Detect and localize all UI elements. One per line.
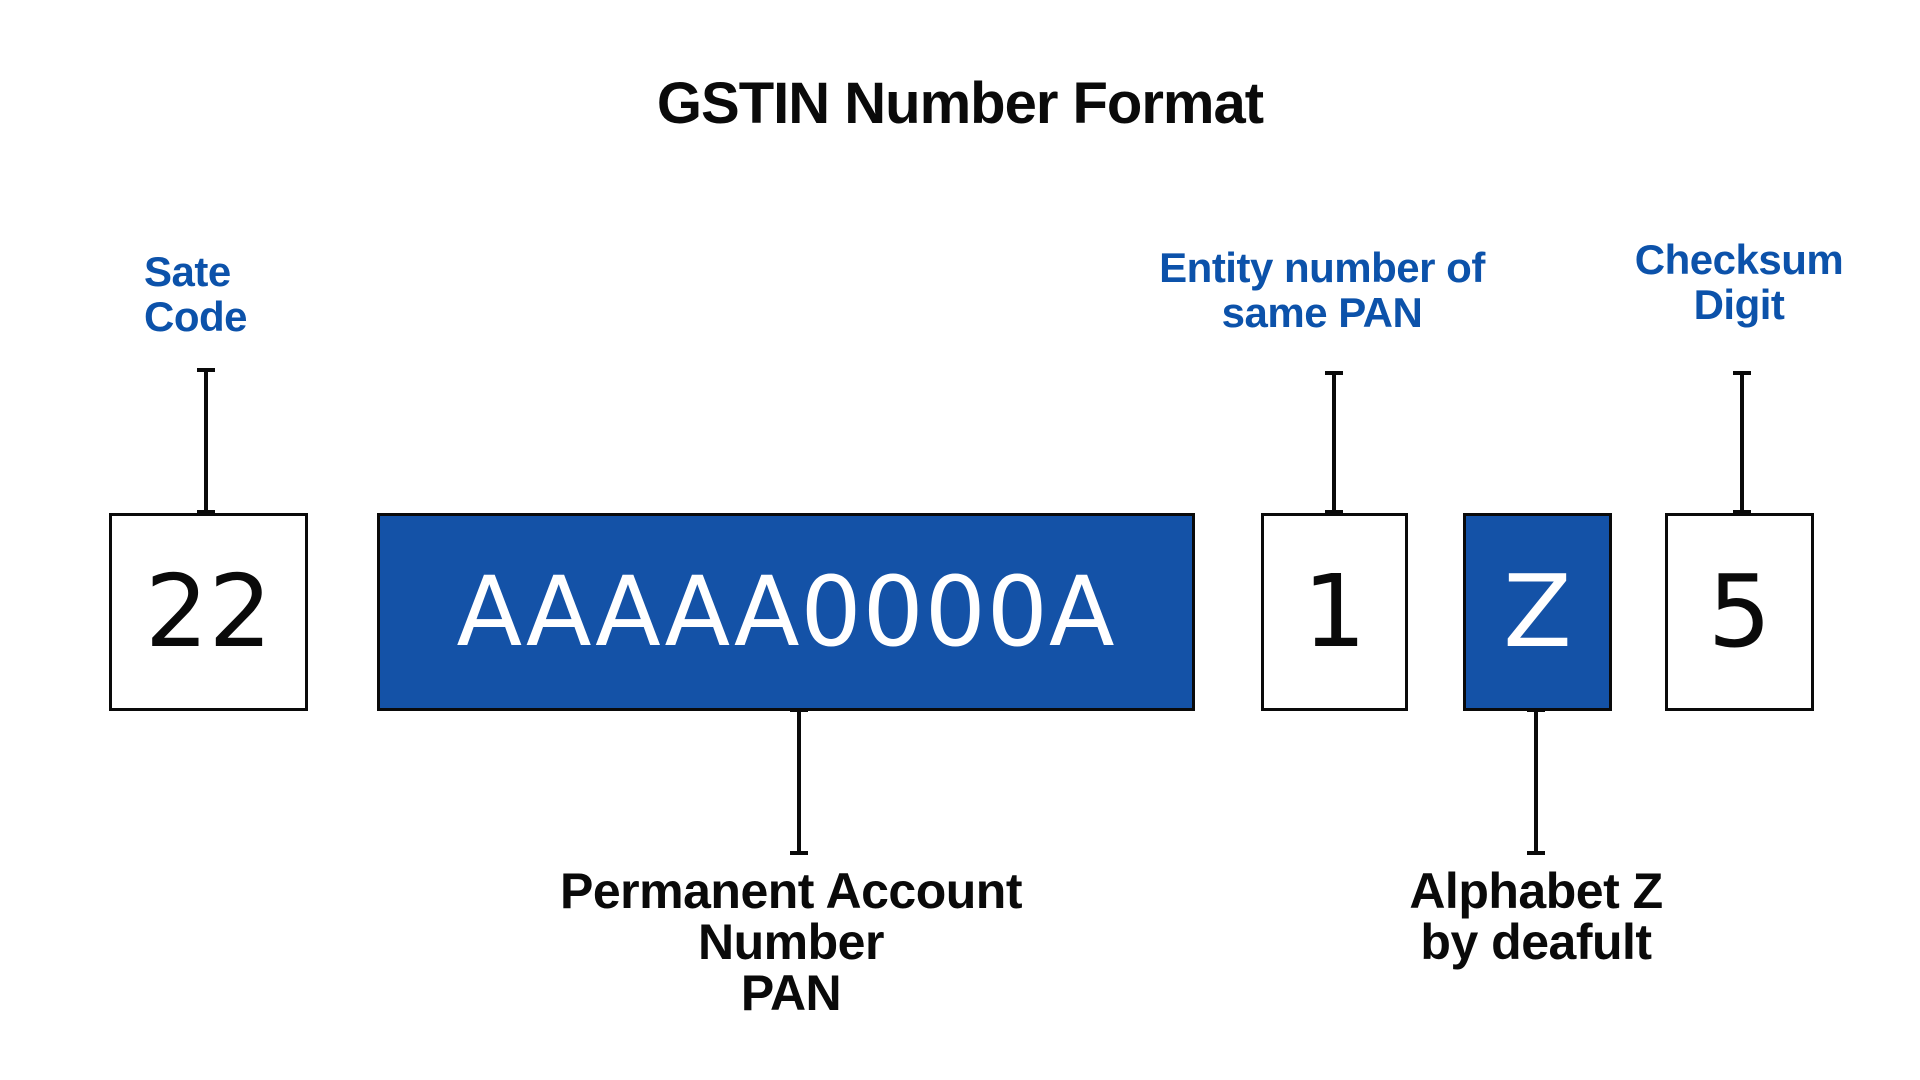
diagram-title: GSTIN Number Format — [656, 71, 1264, 136]
callout-state-code-line2: Code — [144, 292, 248, 340]
segment-box-pan: AAAAA0000A — [377, 513, 1195, 711]
callout-state-code-line1: Sate — [144, 248, 231, 295]
callout-default-z-line1: Alphabet Z — [1409, 863, 1663, 919]
segment-box-state-code: 22 — [109, 513, 308, 711]
connector-pan-line — [797, 708, 801, 855]
segment-box-default-z: Z — [1463, 513, 1612, 711]
callout-pan-line1: Permanent Account Number — [560, 863, 1022, 970]
connector-checksum-digit-line — [1740, 371, 1744, 514]
callout-pan-line2: PAN — [740, 965, 842, 1021]
callout-entity-number: Entity number of same PAN — [1022, 244, 1622, 336]
callout-entity-number-line1: Entity number of — [1159, 244, 1485, 291]
segment-box-checksum-digit: 5 — [1665, 513, 1814, 711]
callout-checksum-digit: Checksum Digit — [1584, 236, 1894, 328]
callout-pan: Permanent Account Number PAN — [491, 866, 1091, 1019]
connector-state-code-line — [204, 368, 208, 514]
segment-box-entity-number: 1 — [1261, 513, 1408, 711]
callout-checksum-digit-line2: Digit — [1693, 280, 1785, 328]
connector-entity-number-line — [1332, 371, 1336, 514]
connector-default-z-line — [1534, 708, 1538, 855]
callout-default-z: Alphabet Z by deafult — [1386, 866, 1686, 968]
callout-checksum-digit-line1: Checksum — [1634, 236, 1844, 283]
callout-default-z-line2: by deafult — [1420, 914, 1652, 970]
callout-state-code: Sate Code — [144, 248, 248, 340]
callout-entity-number-line2: same PAN — [1221, 288, 1423, 336]
